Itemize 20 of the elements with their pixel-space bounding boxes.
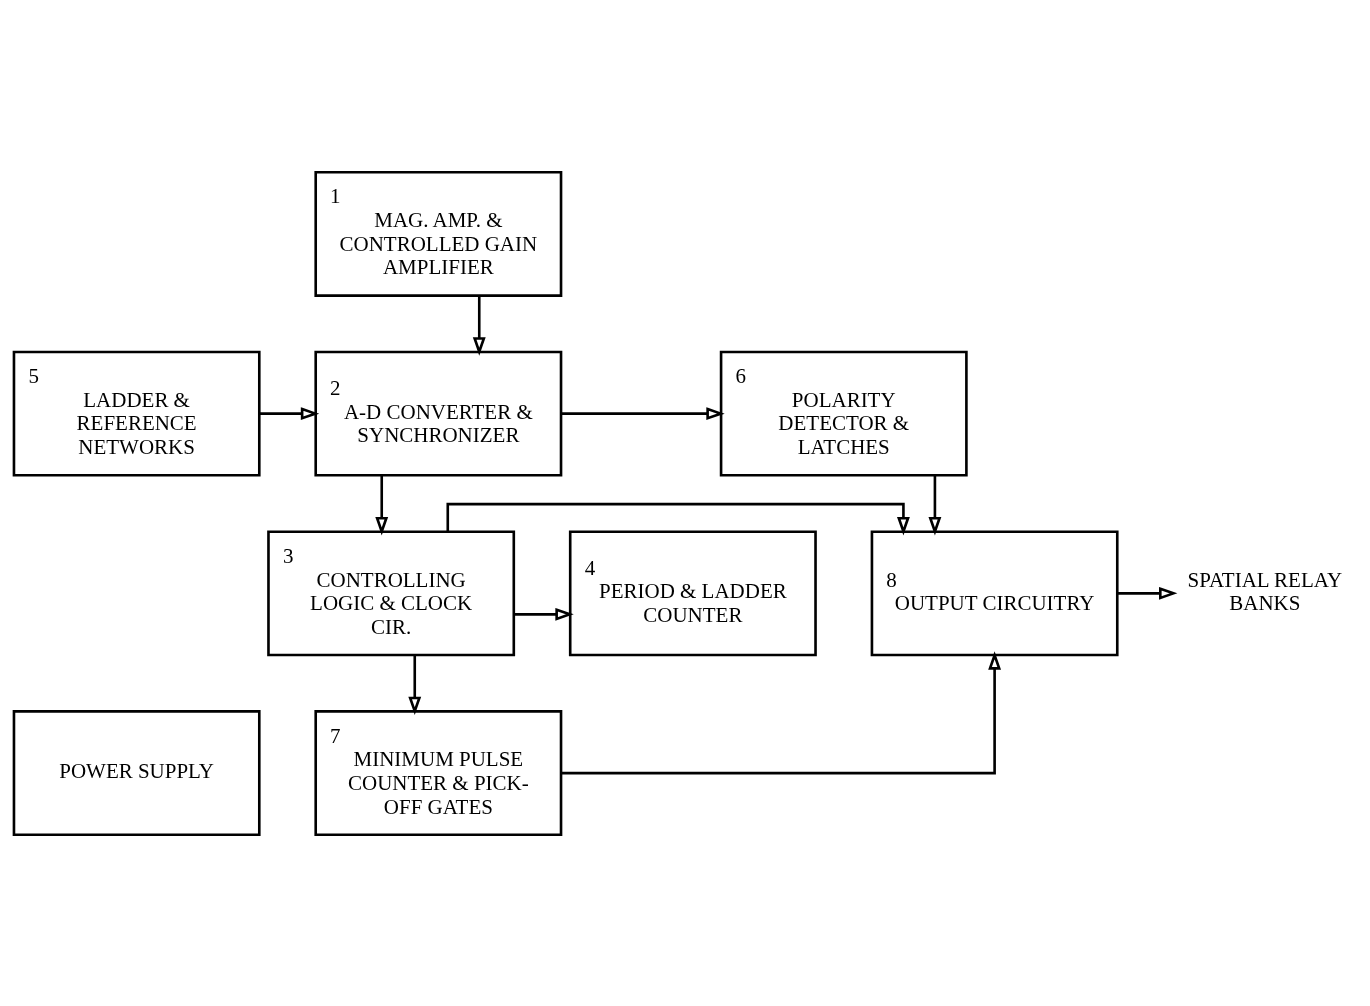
arrow	[561, 650, 1002, 774]
node-box: 1 MAG. AMP. & CONTROLLED GAIN AMPLIFIER	[314, 170, 563, 297]
node-box: POWER SUPPLY	[12, 709, 261, 836]
node-box: 8 OUTPUT CIRCUITRY	[870, 529, 1119, 656]
node-text: SPATIAL RELAY BANKS	[1187, 567, 1343, 615]
arrow	[472, 295, 486, 356]
arrow	[928, 475, 942, 535]
arrow	[446, 502, 910, 535]
node-box: 6 POLARITY DETECTOR & LATCHES	[719, 350, 968, 477]
node-box: 7 MINIMUM PULSE COUNTER & PICK-OFF GATES	[314, 709, 563, 836]
arrow	[375, 475, 389, 535]
arrow	[408, 654, 422, 715]
arrow	[561, 406, 725, 420]
node-box: 5 LADDER & REFERENCE NETWORKS	[12, 350, 261, 477]
arrow	[1117, 586, 1178, 600]
arrow	[259, 406, 320, 420]
node-box: 2 A-D CONVERTER & SYNCHRONIZER	[314, 350, 563, 477]
node-box: 3 CONTROLLING LOGIC & CLOCK CIR.	[267, 529, 516, 656]
node-box: 4 PERIOD & LADDER COUNTER	[568, 529, 817, 656]
arrow	[513, 607, 574, 621]
